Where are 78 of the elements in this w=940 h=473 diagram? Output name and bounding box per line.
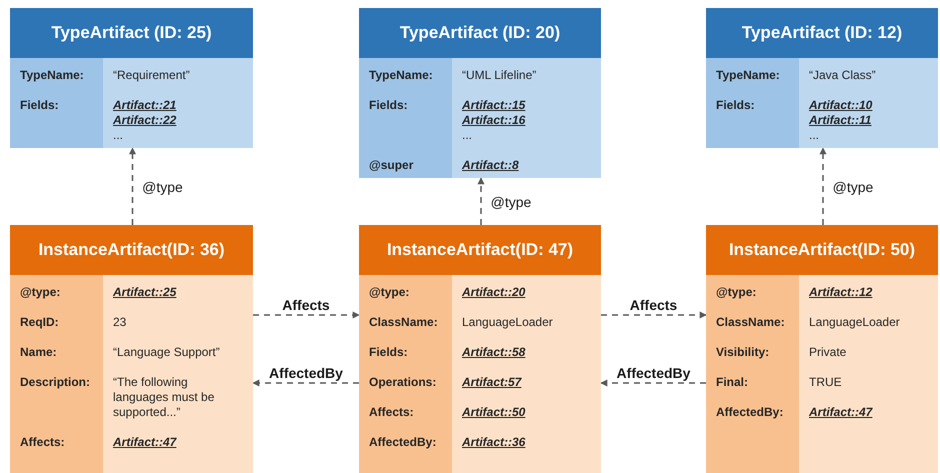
card-header: InstanceArtifact(ID: 36) — [10, 225, 253, 275]
record-card — [359, 8, 601, 178]
field-name: Visibility: — [715, 345, 770, 360]
card-header: InstanceArtifact(ID: 50) — [706, 225, 938, 275]
field-value: LanguageLoader — [462, 315, 553, 330]
reference-link: Artifact::21 — [113, 98, 176, 113]
field-value: LanguageLoader — [809, 315, 900, 330]
field-name: TypeName: — [19, 68, 85, 83]
card-header: TypeArtifact (ID: 25) — [10, 8, 253, 58]
dashed-arrow — [478, 177, 484, 225]
reference-link: Artifact::12 — [809, 285, 872, 300]
field-name: @type: — [19, 285, 62, 300]
field-value: TRUE — [809, 375, 842, 390]
reference-link: Artifact::58 — [462, 345, 526, 360]
field-name: Affects: — [368, 405, 415, 420]
field-value: “The following languages must be supported...” — [113, 375, 216, 420]
card-header: InstanceArtifact(ID: 47) — [359, 225, 601, 275]
field-name: TypeName: — [368, 68, 434, 83]
edge-label: @type — [140, 178, 185, 194]
field-value: ... — [113, 128, 124, 143]
dashed-arrow — [252, 380, 359, 386]
field-name: @type: — [368, 285, 410, 300]
dashed-arrow — [253, 312, 360, 318]
reference-link: Artifact::16 — [462, 113, 526, 128]
reference-link: Artifact::20 — [462, 285, 526, 300]
edge-label: Affects — [628, 297, 680, 313]
reference-link: Artifact::8 — [462, 158, 519, 173]
dashed-arrow — [129, 147, 136, 225]
edge-label: Affects — [280, 297, 332, 313]
edge-label: @type — [830, 178, 876, 194]
field-name: Fields: — [368, 345, 409, 360]
dashed-arrow — [601, 312, 707, 318]
field-value: “Java Class” — [809, 68, 876, 83]
field-name: @super — [368, 158, 414, 173]
reference-link: Artifact::10 — [809, 98, 872, 113]
field-value: ... — [809, 128, 820, 143]
record-card — [706, 8, 938, 148]
reference-link: Artifact::36 — [462, 435, 526, 450]
field-value: ... — [462, 128, 472, 143]
field-name: AffectedBy: — [368, 435, 438, 450]
record-card — [359, 225, 601, 473]
field-name: ClassName: — [715, 315, 786, 330]
dashed-arrow — [600, 380, 706, 386]
edge-label: AffectedBy — [614, 365, 692, 381]
field-name: Affects: — [19, 435, 66, 450]
field-value: “Language Support” — [113, 345, 220, 360]
dashed-arrow — [820, 147, 826, 225]
field-value: 23 — [113, 315, 126, 330]
reference-link: Artifact::25 — [113, 285, 176, 300]
field-name: @type: — [715, 285, 758, 300]
field-name: Final: — [715, 375, 749, 390]
edge-label: AffectedBy — [267, 365, 345, 381]
field-value: “Requirement” — [113, 68, 190, 83]
field-value: “UML Lifeline” — [462, 68, 536, 83]
field-name: Operations: — [368, 375, 438, 390]
field-name: ClassName: — [368, 315, 439, 330]
record-card — [706, 225, 938, 473]
field-name: ReqID: — [19, 315, 60, 330]
reference-link: Artifact::47 — [809, 405, 872, 420]
card-header: TypeArtifact (ID: 12) — [706, 8, 938, 58]
record-card — [10, 225, 253, 473]
edge-label: @type — [488, 194, 534, 210]
reference-link: Artifact::50 — [462, 405, 526, 420]
field-name: AffectedBy: — [715, 405, 784, 420]
reference-link: Artifact::47 — [113, 435, 176, 450]
field-name: Fields: — [715, 98, 756, 113]
reference-link: Artifact:57 — [462, 375, 522, 390]
reference-link: Artifact::11 — [809, 113, 872, 128]
field-name: Description: — [19, 375, 92, 390]
record-card — [10, 8, 253, 148]
reference-link: Artifact::15 — [462, 98, 526, 113]
field-name: Fields: — [368, 98, 409, 113]
card-header: TypeArtifact (ID: 20) — [359, 8, 601, 58]
field-name: TypeName: — [715, 68, 781, 83]
field-name: Name: — [19, 345, 58, 360]
reference-link: Artifact::22 — [113, 113, 176, 128]
field-value: Private — [809, 345, 846, 360]
field-name: Fields: — [19, 98, 60, 113]
